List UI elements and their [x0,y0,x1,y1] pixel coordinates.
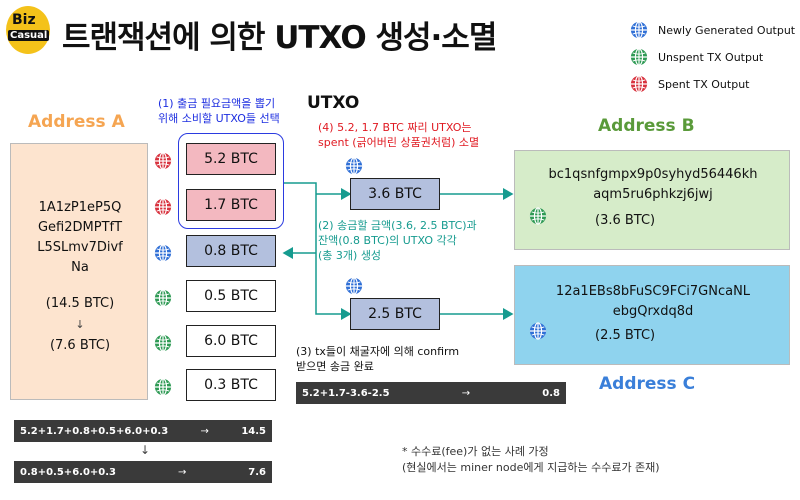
legend-label: Unspent TX Output [658,50,764,64]
utxo-box-unspent: 0.5 BTC [186,280,276,312]
address-c-box: 12a1EBs8bFuSC9FCi7GNcaNL ebgQrxdq8d (2.5… [514,265,790,365]
annotation-line: spent (긁어버린 상품권처럼) 소멸 [318,136,480,149]
annotation-select: (1) 출금 필요금액을 뽑기 위해 소비할 UTXO들 선택 [158,96,280,126]
equation-text: 0.8+0.5+6.0+0.3 [20,466,116,478]
balance-before-bar: 5.2+1.7+0.8+0.5+6.0+0.3 → 14.5 [14,420,272,442]
globe-red-icon [154,152,172,170]
globe-blue-icon [529,322,547,340]
selected-utxo-box [178,133,284,229]
annotation-line: 받으면 송금 완료 [296,360,374,373]
utxo-box-spent: 5.2 BTC [186,143,276,175]
note-line: * 수수료(fee)가 없는 사례 가정 [402,445,549,458]
annotation-confirm: (3) tx들이 채굴자에 의해 confirm 받으면 송금 완료 [296,344,459,374]
address-a-title: Address A [28,112,125,132]
logo-line1: Biz [12,12,36,28]
globe-green-icon [529,207,547,225]
address-c-balance: (2.5 BTC) [595,328,656,343]
page-title: 트랜잭션에 의한 UTXO 생성·소멸 [62,20,497,56]
address-b-box: bc1qsnfgmpx9p0syhyd56446kh aqm5ru6phkzj6… [514,150,790,250]
utxo-box-unspent: 6.0 BTC [186,325,276,357]
globe-green-icon [630,48,648,66]
globe-blue-icon [630,21,648,39]
address-line: 12a1EBs8bFuSC9FCi7GNcaNL [555,284,751,299]
globe-blue-icon [345,157,363,175]
globe-red-icon [154,198,172,216]
annotation-line: (3) tx들이 채굴자에 의해 confirm [296,345,460,358]
annotation-line: 잔액(0.8 BTC)의 UTXO 각각 [318,234,457,247]
address-b-balance: (3.6 BTC) [595,213,656,228]
legend-label: Newly Generated Output [658,23,796,37]
address-line: L5SLmv7Divf [37,240,123,255]
address-line: 1A1zP1eP5Q [38,200,122,215]
address-line: Na [71,260,89,275]
tx-output-box: 2.5 BTC [350,298,440,330]
globe-green-icon [154,334,172,352]
annotation-line: 위해 소비할 UTXO들 선택 [158,112,280,125]
equation-result: 0.8 [542,387,560,399]
note-line: (현실에서는 miner node에게 지급하는 수수료가 존재) [402,461,660,474]
legend-item-spent: Spent TX Output [630,76,749,92]
equation-result: 14.5 [241,425,266,437]
address-line: aqm5ru6phkzj6jwj [593,187,713,202]
down-arrow-icon: ↓ [140,443,151,457]
address-line: bc1qsnfgmpx9p0syhyd56446kh [548,167,758,182]
right-arrow-icon: → [461,387,471,399]
address-b-title: Address B [598,116,695,136]
address-line: ebgQrxdq8d [612,304,694,319]
annotation-line: (4) 5.2, 1.7 BTC 짜리 UTXO는 [318,121,472,134]
right-arrow-icon: → [177,466,187,478]
fee-note: * 수수료(fee)가 없는 사례 가정 (현실에서는 miner node에게… [402,444,660,476]
annotation-generate: (2) 송금할 금액(3.6, 2.5 BTC)과 잔액(0.8 BTC)의 U… [318,218,477,263]
globe-blue-icon [345,277,363,295]
tx-equation-bar: 5.2+1.7-3.6-2.5 → 0.8 [296,382,566,404]
address-line: Gefi2DMPTfT [37,220,123,235]
bizcasual-logo: Biz Casual [6,6,50,54]
address-a-balance-after: (7.6 BTC) [49,338,111,353]
utxo-box-spent: 1.7 BTC [186,189,276,221]
equation-result: 7.6 [248,466,266,478]
logo-line2: Casual [8,30,50,41]
equation-text: 5.2+1.7+0.8+0.5+6.0+0.3 [20,425,169,437]
down-arrow-icon: ↓ [75,318,85,331]
address-a-box: 1A1zP1eP5Q Gefi2DMPTfT L5SLmv7Divf Na (1… [10,143,148,400]
globe-green-icon [154,289,172,307]
utxo-heading: UTXO [307,93,360,113]
tx-output-box: 3.6 BTC [350,178,440,210]
annotation-line: (2) 송금할 금액(3.6, 2.5 BTC)과 [318,219,477,232]
legend-item-new: Newly Generated Output [630,22,795,38]
legend-item-unspent: Unspent TX Output [630,49,763,65]
legend-label: Spent TX Output [658,77,750,91]
address-a-address: 1A1zP1eP5Q Gefi2DMPTfT L5SLmv7Divf Na [11,198,149,278]
address-a-balance-before: (14.5 BTC) [45,296,115,311]
balance-after-bar: 0.8+0.5+6.0+0.3 → 7.6 [14,461,272,483]
address-c-title: Address C [599,374,696,394]
utxo-box-new: 0.8 BTC [186,235,276,267]
right-arrow-icon: → [200,425,209,437]
globe-red-icon [630,75,648,93]
utxo-box-unspent: 0.3 BTC [186,369,276,401]
equation-text: 5.2+1.7-3.6-2.5 [302,387,390,399]
globe-green-icon [154,378,172,396]
annotation-line: (1) 출금 필요금액을 뽑기 [158,97,276,110]
annotation-line: (총 3개) 생성 [318,249,382,262]
globe-blue-icon [154,244,172,262]
annotation-spent: (4) 5.2, 1.7 BTC 짜리 UTXO는 spent (긁어버린 상품… [318,120,479,150]
